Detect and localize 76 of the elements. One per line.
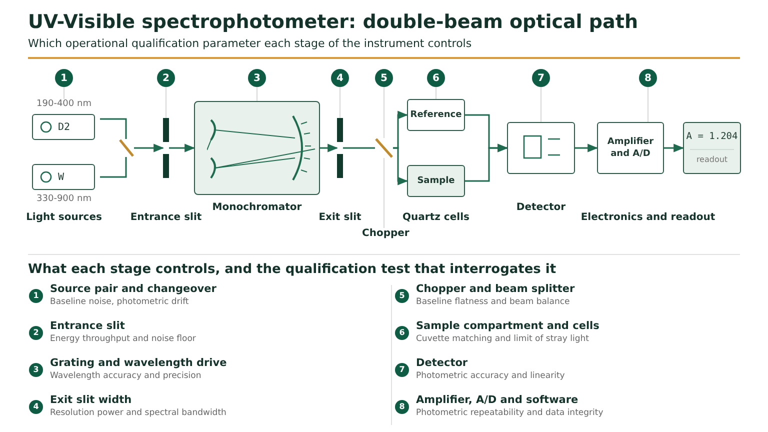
beam-arrow xyxy=(575,144,598,152)
step-number-badge: 7 xyxy=(395,363,409,377)
leader-line xyxy=(435,87,437,99)
qualification-test: Cuvette matching and limit of stray light xyxy=(416,333,590,345)
beam-arrow xyxy=(100,157,127,178)
cuvette-box: Sample xyxy=(407,165,465,197)
qualification-test: Resolution power and spectral bandwidth xyxy=(50,407,226,419)
step-number-badge: 2 xyxy=(29,326,43,340)
qualification-test: Wavelength accuracy and precision xyxy=(50,370,202,382)
amplifier-box: Amplifier and A/D xyxy=(597,122,664,174)
stage-name: Amplifier, A/D and software xyxy=(416,394,580,407)
detector-box xyxy=(507,122,575,174)
beam-arrow xyxy=(664,144,684,152)
slit-drawing xyxy=(337,118,343,178)
stage-label: Entrance slit xyxy=(130,212,202,224)
beam-arrow xyxy=(320,144,338,152)
leader-line xyxy=(540,87,542,122)
step-number-badge: 7 xyxy=(532,69,550,87)
stage-name: Exit slit width xyxy=(50,394,133,407)
qualification-test: Energy throughput and noise floor xyxy=(50,333,196,345)
wavelength-range-label: 190-400 nm xyxy=(36,99,92,110)
qualification-test: Photometric repeatability and data integrity xyxy=(416,407,604,419)
step-number-badge: 4 xyxy=(331,69,349,87)
readout-value: A = 1.204 xyxy=(686,130,738,144)
stage-name: Grating and wavelength drive xyxy=(50,357,227,370)
readout-display xyxy=(683,122,741,174)
leader-line xyxy=(165,87,167,118)
step-number-badge: 1 xyxy=(55,69,73,87)
diagram-title: UV-Visible spectrophotometer: double-beam optical path xyxy=(28,10,638,34)
step-number-badge: 2 xyxy=(157,69,175,87)
stage-name: Sample compartment and cells xyxy=(416,320,600,333)
step-number-badge: 3 xyxy=(29,363,43,377)
stage-label: Monochromator xyxy=(212,202,302,214)
beam-arrow xyxy=(465,144,508,182)
leader-line xyxy=(339,87,341,118)
step-number-badge: 5 xyxy=(395,289,409,303)
slit-drawing xyxy=(163,118,169,178)
stage-name: Source pair and changeover xyxy=(50,283,216,296)
stage-name: Detector xyxy=(416,357,469,370)
qualification-test: Photometric accuracy and linearity xyxy=(416,370,565,382)
leader-line xyxy=(383,158,385,228)
step-number-badge: 3 xyxy=(248,69,266,87)
qualification-test: Baseline flatness and beam balance xyxy=(416,296,571,308)
step-number-badge: 6 xyxy=(395,326,409,340)
subtitle: Which operational qualification parameter each stage of the instrument controls xyxy=(28,37,472,51)
beam-arrow xyxy=(393,147,408,186)
monochromator-box xyxy=(194,101,320,195)
stage-label: Exit slit xyxy=(318,212,362,224)
step-number-badge: 6 xyxy=(427,69,445,87)
beam-arrow xyxy=(169,144,196,152)
stage-label: Electronics and readout xyxy=(580,212,716,224)
leader-line xyxy=(63,87,65,99)
stage-label: Light sources xyxy=(26,212,102,224)
step-number-badge: 4 xyxy=(29,400,43,414)
step-number-badge: 1 xyxy=(29,289,43,303)
stage-name: Entrance slit xyxy=(50,320,126,333)
leader-line xyxy=(647,87,649,122)
stage-label: Detector xyxy=(516,202,566,214)
lamp-label: D2 xyxy=(58,120,70,134)
step-number-badge: 8 xyxy=(395,400,409,414)
cuvette-box: Reference xyxy=(407,99,465,131)
qualification-test: Baseline noise, photometric drift xyxy=(50,296,190,308)
step-number-badge: 8 xyxy=(639,69,657,87)
leader-line xyxy=(383,87,385,138)
section-heading: What each stage controls, and the qualification test that interrogates it xyxy=(28,262,556,278)
mirror-drawing xyxy=(375,138,393,158)
leader-line xyxy=(256,87,258,101)
stage-name: Chopper and beam splitter xyxy=(416,283,575,296)
lamp-label: W xyxy=(58,170,64,184)
step-number-badge: 5 xyxy=(375,69,393,87)
beam-arrow xyxy=(134,144,164,152)
beam-arrow xyxy=(100,118,127,139)
stage-label: Quartz cells xyxy=(402,212,470,224)
mirror-drawing xyxy=(119,139,134,157)
readout-caption: readout xyxy=(696,154,728,166)
wavelength-range-label: 330-900 nm xyxy=(36,194,92,205)
